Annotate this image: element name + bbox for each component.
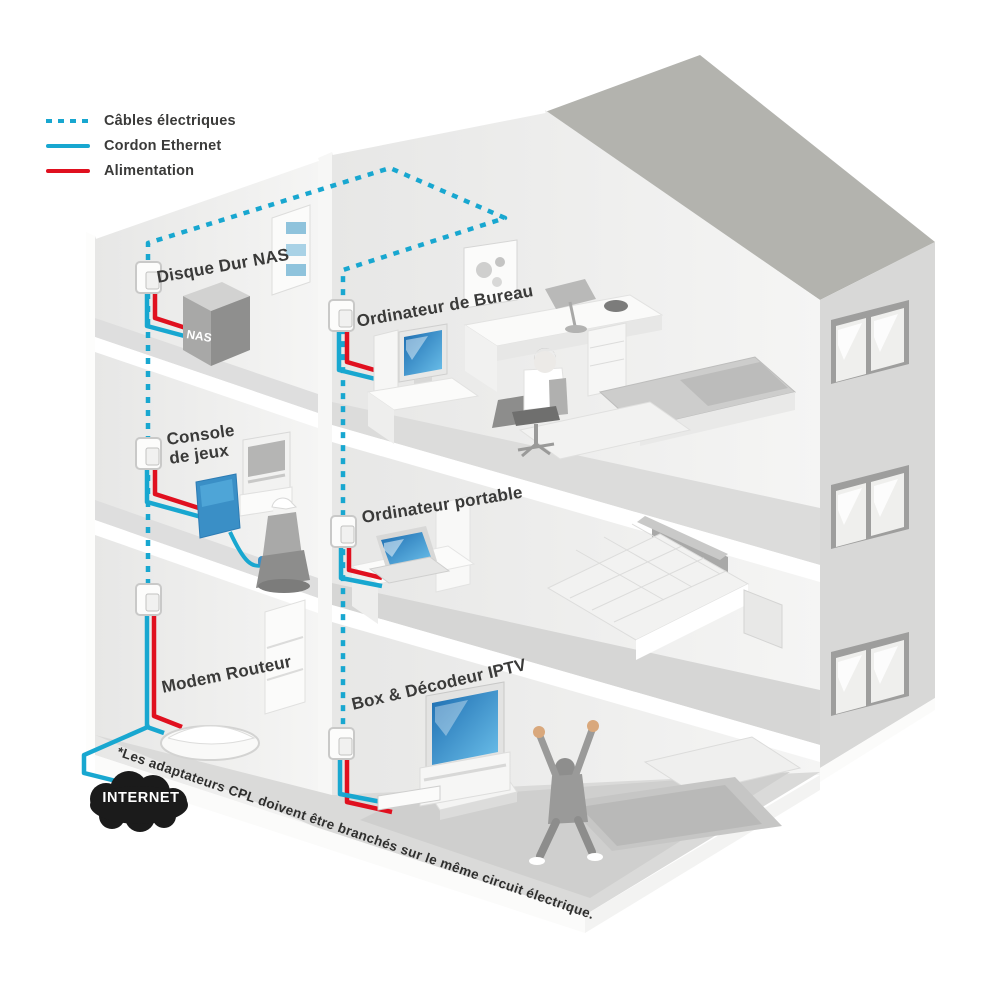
ethernet-cable-iptv <box>337 758 393 807</box>
iptv-tv <box>377 681 511 811</box>
legend-label: Alimentation <box>104 163 195 179</box>
window-3 <box>831 632 909 716</box>
internet-cloud-label: INTERNET <box>102 790 180 806</box>
devices: NAS <box>160 282 511 811</box>
top-edge-mid <box>331 107 546 155</box>
room-laptop-floor <box>332 583 820 745</box>
legend: Câbles électriques Cordon Ethernet Alime… <box>46 112 236 180</box>
solid-blue-line-swatch <box>46 144 90 148</box>
outlet-laptop <box>330 515 357 548</box>
ethernet-cable-internet <box>81 723 151 785</box>
legend-item-ethernet: Cordon Ethernet <box>46 137 236 155</box>
right-wall-bottom-edge <box>820 698 935 782</box>
outlet-nas <box>135 261 162 294</box>
office-desk <box>463 279 664 397</box>
ethernet-cable-desktop <box>336 330 389 385</box>
desktop-computer <box>366 323 480 444</box>
modem-router <box>160 725 260 761</box>
building-bottom-band <box>95 755 585 933</box>
slab-mid-2 <box>332 605 820 762</box>
modem-room-shelf <box>264 599 306 715</box>
window-1 <box>831 300 909 384</box>
iptv-decoder <box>377 785 441 811</box>
power-cable-iptv <box>344 758 393 815</box>
slab-left-1 <box>95 337 318 428</box>
nas-device: NAS <box>183 282 250 366</box>
solid-red-line-swatch <box>46 169 90 173</box>
laptop-computer <box>368 526 451 584</box>
ethernet-cable-console <box>144 468 206 521</box>
legend-item-power: Alimentation <box>46 162 236 180</box>
cpl-outlets <box>135 261 357 760</box>
internet-cloud <box>90 771 188 832</box>
person-sitting-desk <box>492 347 568 458</box>
legend-label: Cordon Ethernet <box>104 138 222 154</box>
power-cable-nas <box>152 292 193 333</box>
left-wall-edge <box>86 232 95 758</box>
nas-badge-text: NAS <box>186 327 213 345</box>
ethernet-cable-laptop <box>338 548 383 589</box>
room-desktop-floor <box>332 402 820 565</box>
outlet-iptv <box>328 727 355 760</box>
legend-item-electric: Câbles électriques <box>46 112 236 130</box>
power-cable-console <box>152 468 206 513</box>
room-nas-floor <box>95 318 318 413</box>
cables <box>81 165 508 815</box>
person-jumping <box>529 720 603 865</box>
person-kneeling-console <box>256 497 310 593</box>
double-bed <box>546 516 783 660</box>
dotted-line-swatch <box>46 119 90 123</box>
outlet-desktop <box>328 299 355 332</box>
people <box>256 347 603 865</box>
roof <box>545 55 935 300</box>
power-cable-laptop <box>346 548 383 581</box>
power-cable-modem <box>151 614 183 730</box>
console-room-tv <box>239 431 293 517</box>
top-edge-left <box>94 155 319 239</box>
coffee-table <box>518 401 692 460</box>
ethernet-cable-nas <box>144 292 193 341</box>
window-2 <box>831 465 909 549</box>
nas-room-shelf <box>271 204 311 296</box>
outlet-modem <box>135 583 162 616</box>
outlet-console <box>135 437 162 470</box>
legend-label: Câbles électriques <box>104 113 236 129</box>
wall-picture-frame <box>463 239 518 309</box>
